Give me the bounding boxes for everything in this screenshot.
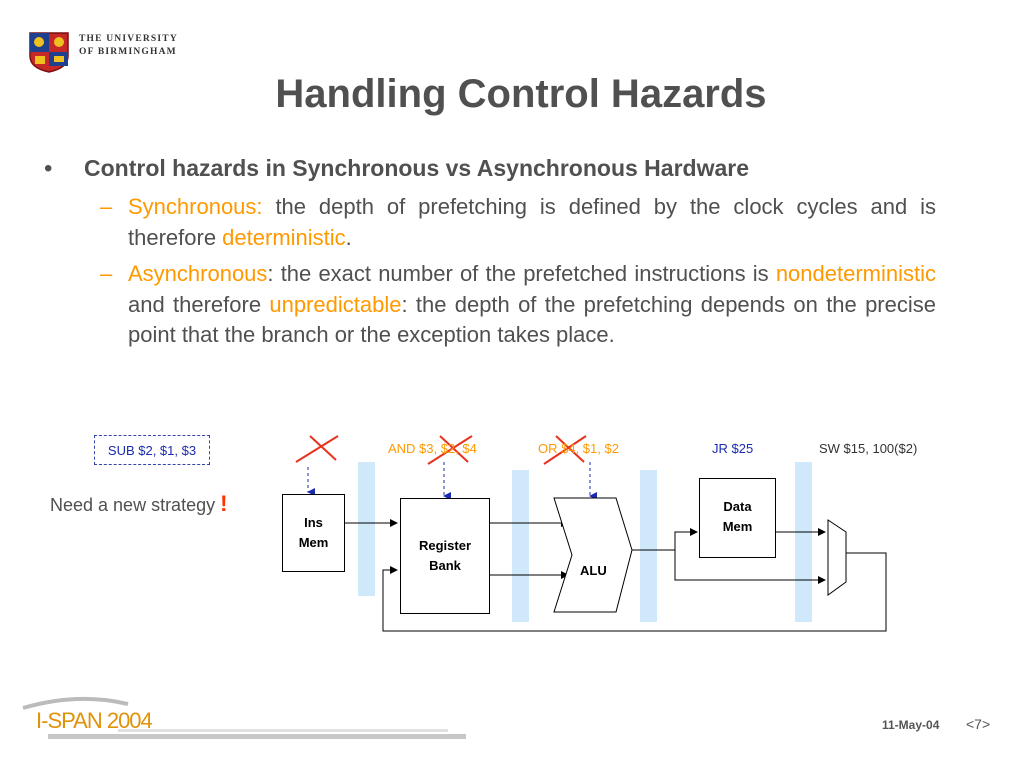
cross-icon-3	[543, 435, 587, 465]
pipeline-latch-1	[358, 462, 375, 596]
or-instruction: OR $4, $1, $2	[538, 441, 619, 456]
async-text-1: : the exact number of the prefetched ins…	[267, 261, 776, 286]
jr-instruction: JR $25	[712, 441, 754, 456]
async-label: Asynchronous	[128, 261, 268, 286]
footer-date: 11-May-04	[882, 718, 940, 732]
cross-icon-1	[295, 435, 339, 463]
data-mem-block: Data Mem	[699, 478, 776, 558]
university-crest-icon	[29, 32, 69, 73]
strategy-text: Need a new strategy	[50, 495, 216, 515]
logo-line-1: THE UNIVERSITY	[79, 34, 178, 44]
async-text-2: and therefore	[128, 291, 270, 317]
register-bank-block: Register Bank	[400, 498, 490, 614]
sync-paragraph: Synchronous: the depth of prefetching is…	[128, 192, 936, 253]
alu-label: ALU	[580, 563, 607, 578]
wire-alu-datamem	[632, 528, 698, 551]
sync-end: .	[345, 224, 352, 250]
sync-text: the depth of prefetching is defined by t…	[128, 194, 936, 250]
dash-sync: –	[100, 194, 113, 219]
async-highlight-1: nondeterministic	[775, 261, 936, 286]
exclamation-mark: !	[220, 491, 228, 516]
wire-writeback	[382, 552, 887, 632]
ispan-footer-logo	[22, 696, 466, 739]
sync-label: Synchronous:	[128, 194, 263, 219]
pipeline-latch-3	[640, 470, 657, 622]
ins-mem-block: Ins Mem	[282, 494, 345, 572]
wire-alu-bypass	[674, 550, 826, 584]
footer-page-number: <7>	[966, 716, 991, 732]
sync-highlight: deterministic	[222, 224, 346, 250]
alu-shape	[553, 497, 633, 613]
pipeline-latch-4	[795, 462, 812, 622]
and-instruction: AND $3, $2, $4	[388, 441, 477, 456]
bullet-dot: •	[44, 155, 53, 182]
write-back-mux	[827, 519, 847, 596]
sw-instruction: SW $15, 100($2)	[819, 441, 918, 456]
sub-instruction-box: SUB $2, $1, $3	[94, 435, 210, 465]
logo-line-2: OF BIRMINGHAM	[79, 47, 177, 57]
async-text-3: : the depth of the prefetching depends o…	[128, 291, 936, 348]
strategy-note: Need a new strategy !	[50, 491, 227, 517]
dash-async: –	[100, 261, 113, 286]
async-paragraph: Asynchronous: the exact number of the pr…	[128, 259, 936, 351]
university-logo-text: THE UNIVERSITY OF BIRMINGHAM	[79, 33, 178, 59]
cross-icon-2	[427, 435, 473, 465]
async-highlight-2: unpredictable	[269, 291, 402, 317]
page-title: Handling Control Hazards	[275, 72, 767, 116]
pipeline-latch-2	[512, 470, 529, 622]
main-bullet: Control hazards in Synchronous vs Asynch…	[84, 155, 750, 181]
ispan-brand-text: I-SPAN 2004	[36, 708, 153, 733]
